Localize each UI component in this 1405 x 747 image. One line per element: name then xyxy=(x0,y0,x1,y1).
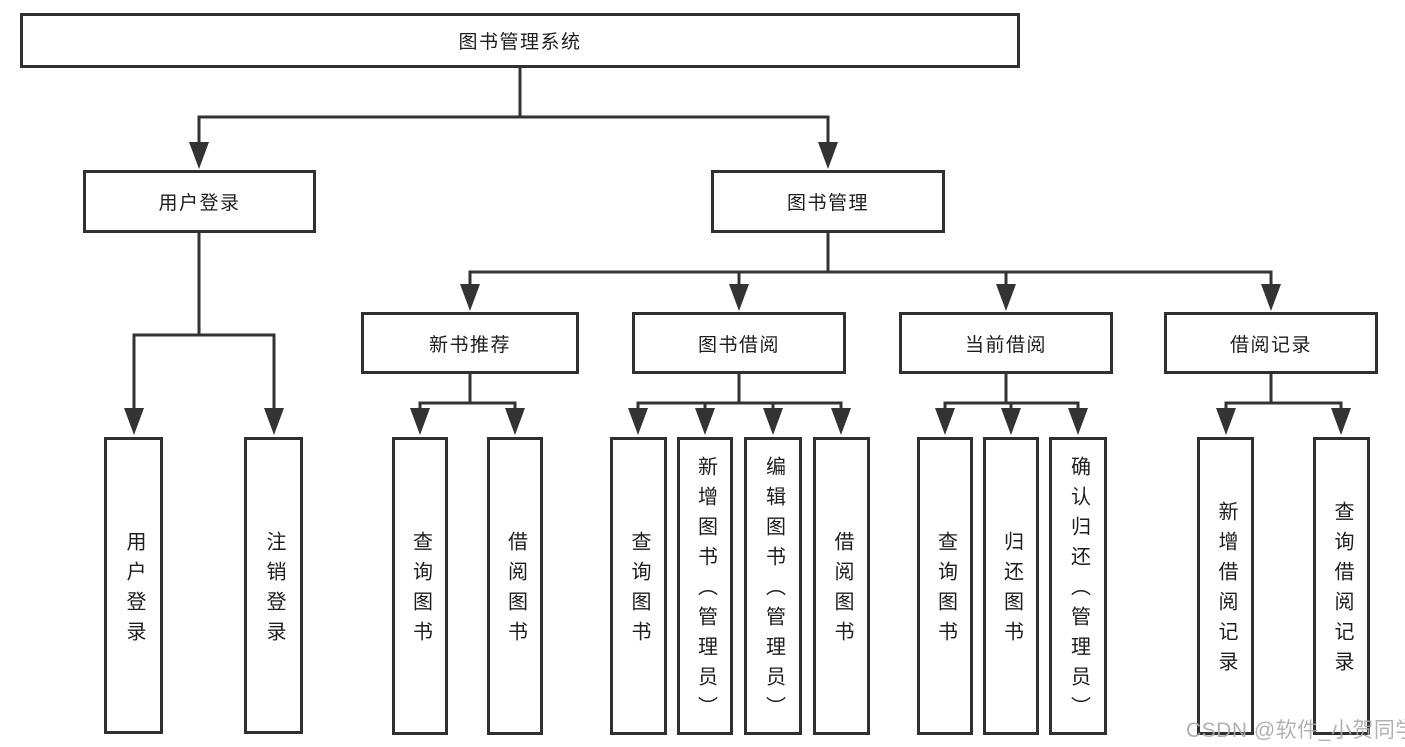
node-current-borrowing: 当前借阅 xyxy=(899,312,1113,374)
arrowhead xyxy=(410,408,430,435)
node-book-management: 图书管理 xyxy=(711,170,945,233)
leaf-query-books-2-label: 查询图书 xyxy=(628,531,650,651)
arrowhead xyxy=(996,284,1016,311)
csdn-watermark: CSDN @软件_小贺同学 xyxy=(1186,719,1405,742)
leaf-confirm-return-admin: 确认归还（管理员） xyxy=(1049,437,1107,735)
leaf-add-borrow-record: 新增借阅记录 xyxy=(1197,437,1254,735)
node-book-management-label: 图书管理 xyxy=(786,193,869,214)
leaf-query-books-2: 查询图书 xyxy=(610,437,667,735)
arrowhead xyxy=(460,284,480,311)
node-user-login-label: 用户登录 xyxy=(158,193,241,214)
node-current-borrowing-label: 当前借阅 xyxy=(964,334,1047,356)
leaf-query-borrow-record-label: 查询借阅记录 xyxy=(1331,501,1353,681)
node-user-login: 用户登录 xyxy=(83,170,316,233)
leaf-add-books-admin: 新增图书（管理员） xyxy=(677,437,733,735)
leaf-borrow-books-2: 借阅图书 xyxy=(813,437,870,735)
leaf-logout-label: 注销登录 xyxy=(263,530,285,651)
leaf-query-books-3: 查询图书 xyxy=(917,437,973,735)
leaf-edit-books-admin: 编辑图书（管理员） xyxy=(744,437,802,735)
arrowhead xyxy=(935,408,955,435)
leaf-query-books-1: 查询图书 xyxy=(392,437,448,735)
arrowhead xyxy=(763,408,783,435)
arrowhead xyxy=(695,408,715,435)
arrowhead xyxy=(1216,408,1236,435)
arrowhead xyxy=(264,408,284,435)
leaf-add-books-admin-label: 新增图书（管理员） xyxy=(694,456,717,726)
leaf-query-books-3-label: 查询图书 xyxy=(934,531,957,651)
arrowhead xyxy=(818,142,838,169)
arrowhead xyxy=(505,408,525,435)
node-book-borrowing-label: 图书借阅 xyxy=(697,334,780,356)
arrowhead xyxy=(1001,408,1021,435)
leaf-query-books-1-label: 查询图书 xyxy=(409,531,432,651)
arrowhead xyxy=(729,284,749,311)
node-new-book-recommend-label: 新书推荐 xyxy=(428,334,511,356)
node-borrow-records-label: 借阅记录 xyxy=(1229,334,1312,356)
leaf-borrow-books-1-label: 借阅图书 xyxy=(504,531,527,651)
node-book-borrowing: 图书借阅 xyxy=(632,312,846,374)
leaf-return-books-label: 归还图书 xyxy=(1000,531,1023,651)
leaf-user-login-label: 用户登录 xyxy=(123,530,145,651)
arrowhead xyxy=(1068,408,1088,435)
arrowhead xyxy=(1261,284,1281,311)
node-root: 图书管理系统 xyxy=(20,13,1020,68)
leaf-confirm-return-admin-label: 确认归还（管理员） xyxy=(1067,456,1090,726)
arrowhead xyxy=(1331,408,1351,435)
node-new-book-recommend: 新书推荐 xyxy=(361,312,579,374)
leaf-borrow-books-1: 借阅图书 xyxy=(487,437,543,735)
arrowhead xyxy=(189,142,209,169)
node-borrow-records: 借阅记录 xyxy=(1164,312,1378,374)
node-root-label: 图书管理系统 xyxy=(458,32,582,53)
leaf-logout: 注销登录 xyxy=(244,437,303,734)
leaf-user-login: 用户登录 xyxy=(104,437,163,734)
leaf-edit-books-admin-label: 编辑图书（管理员） xyxy=(762,456,785,726)
leaf-query-borrow-record: 查询借阅记录 xyxy=(1313,437,1370,735)
arrowhead xyxy=(628,408,648,435)
leaf-borrow-books-2-label: 借阅图书 xyxy=(831,531,853,651)
leaf-add-borrow-record-label: 新增借阅记录 xyxy=(1215,501,1237,681)
leaf-return-books: 归还图书 xyxy=(983,437,1039,735)
arrowhead xyxy=(831,408,851,435)
arrowhead xyxy=(124,408,144,435)
